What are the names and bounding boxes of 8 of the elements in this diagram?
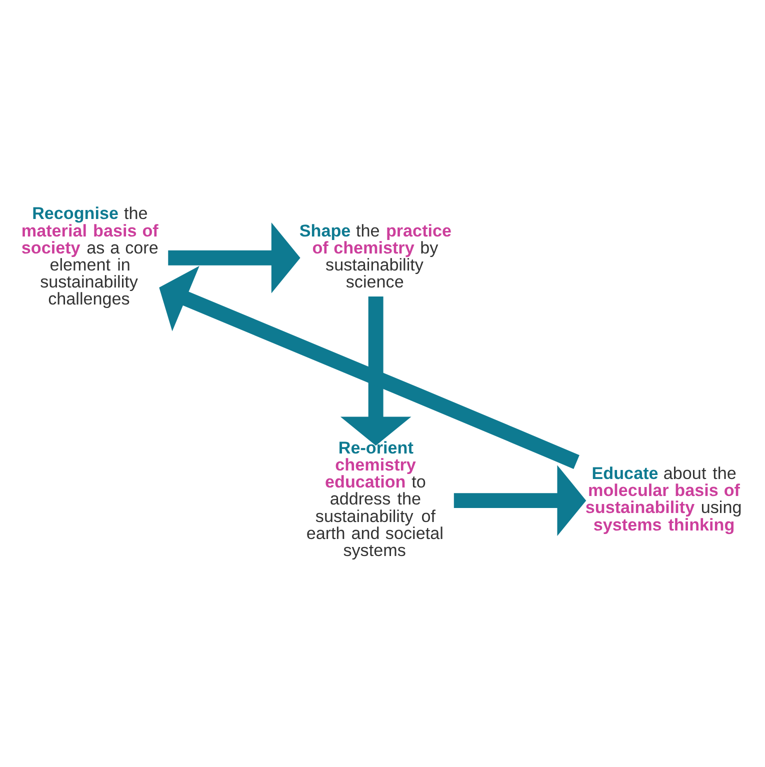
arrow [340, 296, 412, 446]
arrow [454, 465, 586, 536]
node-text: Educate about the molecular basis of sustainability using systems thinking [585, 464, 742, 534]
arrow [168, 222, 300, 294]
node-text: Recognise the material basis of society as a core element in sustainability challenges [21, 204, 158, 309]
node-text: Re-orient chemistry education to address the sustainability of earth and societal systems [306, 438, 444, 560]
node-text: Shape the practice of chemistry by sustainability science [299, 221, 452, 292]
arrow [159, 266, 580, 469]
